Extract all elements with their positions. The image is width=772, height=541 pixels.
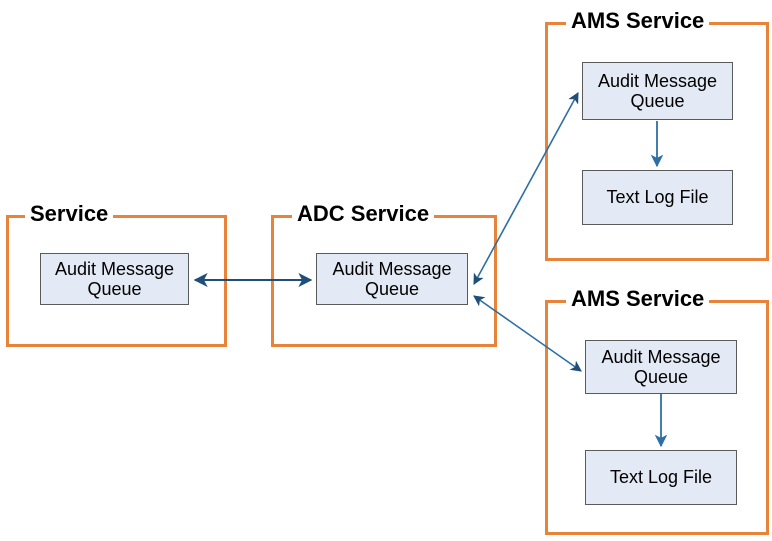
connector-adc-to-ams-bottom [473,295,582,372]
group-service-title: Service [25,203,114,225]
group-ams-service-bottom-title: AMS Service [566,288,710,310]
node-ams-top-audit-message-queue[interactable]: Audit Message Queue [582,62,733,120]
node-ams-bottom-audit-message-queue[interactable]: Audit Message Queue [585,340,737,394]
node-service-audit-message-queue[interactable]: Audit Message Queue [40,253,189,305]
node-adc-audit-message-queue[interactable]: Audit Message Queue [316,253,468,305]
node-ams-bottom-text-log-file[interactable]: Text Log File [585,450,737,505]
group-adc-service-title: ADC Service [292,203,435,225]
group-ams-service-top-title: AMS Service [566,10,710,32]
node-ams-top-text-log-file[interactable]: Text Log File [582,170,733,225]
connector-adc-to-ams-top [473,92,579,285]
